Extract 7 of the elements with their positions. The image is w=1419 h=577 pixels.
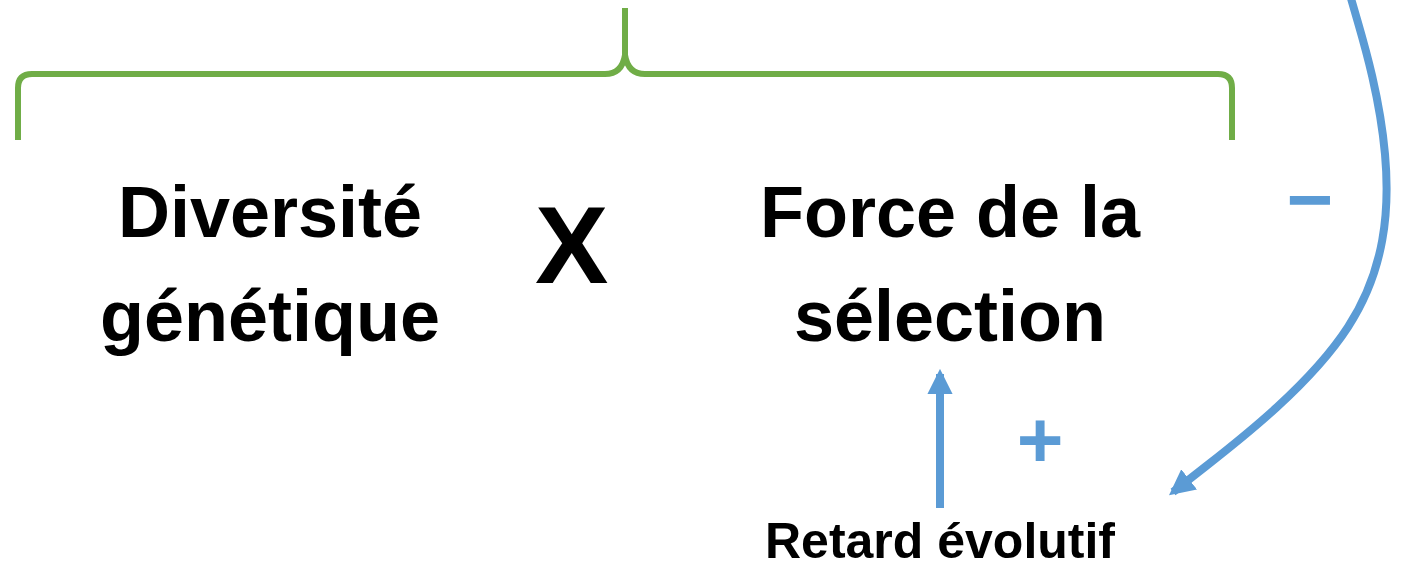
arrow xyxy=(1169,0,1391,496)
edge-label: − xyxy=(1285,155,1335,245)
node-text: Force de la sélection xyxy=(758,171,1142,358)
node-text: Diversité génétique xyxy=(99,171,441,358)
multiplication-sign: X xyxy=(535,190,609,300)
edge-label: + xyxy=(1015,395,1065,485)
node-text: Retard évolutif xyxy=(764,512,1116,570)
